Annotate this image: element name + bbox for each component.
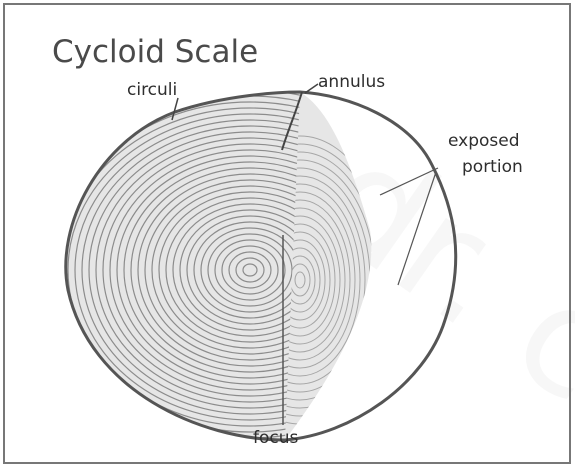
label-circuli: circuli (127, 80, 177, 100)
label-focus: focus (253, 428, 299, 448)
label-annulus: annulus (318, 72, 385, 92)
label-exposed: exposed (448, 131, 520, 151)
label-portion: portion (462, 157, 523, 177)
diagram-title: Cycloid Scale (52, 34, 258, 70)
